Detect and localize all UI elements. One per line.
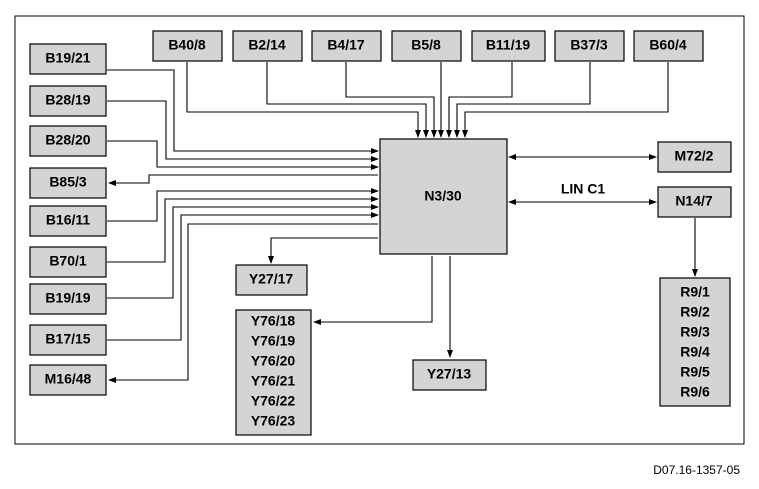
bus-label: LIN C1 xyxy=(561,181,606,197)
right-module-box xyxy=(657,141,732,173)
output-label-y27-17: Y27/17 xyxy=(249,271,294,287)
top-input-box xyxy=(152,30,223,62)
output-label-y27-13: Y27/13 xyxy=(427,366,472,382)
y76-item: Y76/22 xyxy=(251,393,296,409)
top-input-box xyxy=(633,30,704,62)
top-input-box xyxy=(311,30,382,62)
top-input-box xyxy=(471,30,546,62)
top-input-label: B2/14 xyxy=(248,37,286,53)
top-input-label: B4/17 xyxy=(327,37,365,53)
top-input-label: B37/3 xyxy=(570,37,608,53)
left-module-label: B19/19 xyxy=(45,290,90,306)
r9-group-box xyxy=(659,277,731,407)
top-input-label: B5/8 xyxy=(411,37,441,53)
r9-item: R9/5 xyxy=(680,364,710,380)
left-module-box xyxy=(29,246,107,278)
y76-item: Y76/21 xyxy=(251,373,296,389)
center-module-box xyxy=(379,138,508,255)
r9-group: R9/1 R9/2 R9/3 R9/4 R9/5 R9/6 xyxy=(659,277,731,407)
r9-item: R9/3 xyxy=(680,324,710,340)
r9-item: R9/1 xyxy=(680,284,710,300)
top-input-box xyxy=(391,30,462,62)
document-code: D07.16-1357-05 xyxy=(653,463,740,477)
center-module-label: N3/30 xyxy=(424,188,462,204)
left-module-box xyxy=(29,167,107,199)
diagram-frame xyxy=(14,15,745,445)
left-module-label: B70/1 xyxy=(49,253,87,269)
top-input-label: B40/8 xyxy=(168,37,206,53)
left-module-box xyxy=(29,85,107,117)
y76-item: Y76/20 xyxy=(251,353,296,369)
r9-item: R9/2 xyxy=(680,304,710,320)
y76-item: Y76/18 xyxy=(251,313,296,329)
r9-item: R9/6 xyxy=(680,384,710,400)
top-input-box xyxy=(554,30,625,62)
left-module-box xyxy=(29,283,107,315)
top-input-boxes: B40/8 B2/14 B4/17 B5/8 B11/19 B37/3 B60/… xyxy=(152,30,704,62)
right-module-label: M72/2 xyxy=(675,148,714,164)
left-module-box xyxy=(29,125,107,157)
left-module-boxes: B19/21 B28/19 B28/20 B85/3 B16/11 B70/1 … xyxy=(29,43,107,396)
left-module-label: B19/21 xyxy=(45,50,90,66)
left-module-label: B28/19 xyxy=(45,92,90,108)
left-module-label: B16/11 xyxy=(46,212,91,228)
output-box xyxy=(235,264,308,296)
left-module-label: B17/15 xyxy=(45,331,90,347)
left-module-label: B28/20 xyxy=(45,132,90,148)
output-box xyxy=(412,359,487,391)
y76-group-box xyxy=(235,309,312,436)
y76-group: Y76/18 Y76/19 Y76/20 Y76/21 Y76/22 Y76/2… xyxy=(235,309,312,436)
left-module-box xyxy=(29,43,107,75)
left-module-label: B85/3 xyxy=(49,174,87,190)
top-input-box xyxy=(232,30,303,62)
connection-lines xyxy=(107,62,698,383)
y76-item: Y76/19 xyxy=(251,333,296,349)
left-module-box xyxy=(29,205,107,237)
top-input-label: B11/19 xyxy=(486,37,531,53)
right-module-boxes: M72/2 N14/7 xyxy=(657,141,732,218)
left-module-box xyxy=(29,324,107,356)
r9-item: R9/4 xyxy=(680,344,710,360)
right-module-label: N14/7 xyxy=(675,193,713,209)
left-module-label: M16/48 xyxy=(45,371,92,387)
right-module-box xyxy=(657,186,732,218)
y76-item: Y76/23 xyxy=(251,413,296,429)
left-module-box xyxy=(29,364,107,396)
top-input-label: B60/4 xyxy=(649,37,687,53)
